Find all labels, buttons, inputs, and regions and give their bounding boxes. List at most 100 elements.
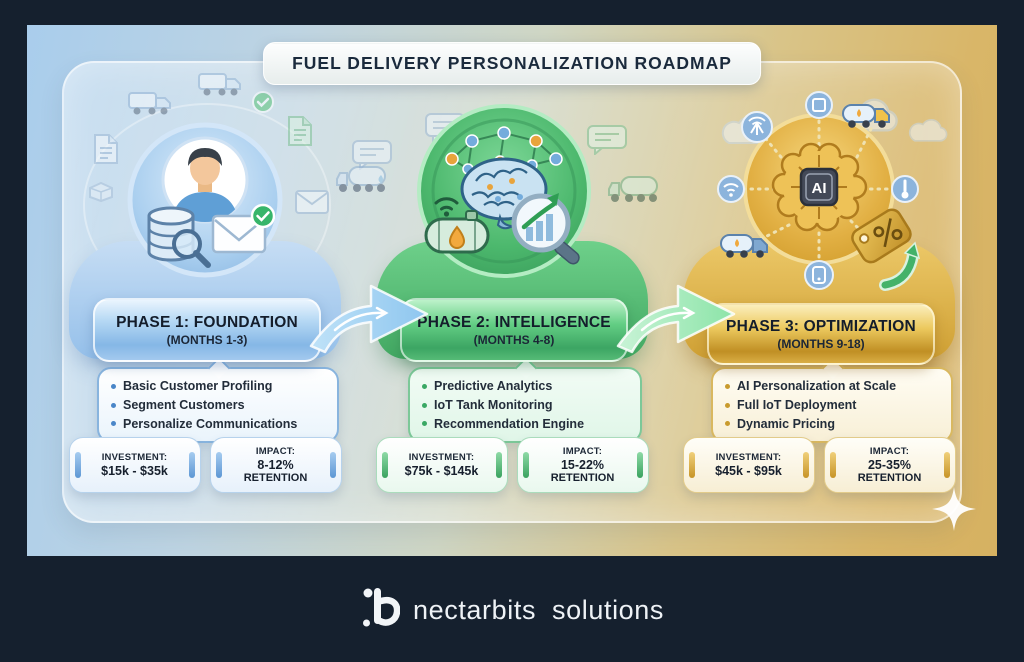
growth-analytics-magnifier-icon [511,193,580,265]
impact-pill: IMPACT: 25-35% RETENTION [823,437,956,493]
phase-2-months: (MONTHS 4-8) [473,332,555,347]
bullet-item: Segment Customers [111,396,327,415]
truck-icon [198,69,242,104]
impact-pill: IMPACT: 15-22% RETENTION [516,437,649,493]
phase-2-bullet-list: Predictive Analytics IoT Tank Monitoring… [422,377,630,433]
tanker-truck-green-icon [607,170,665,211]
bullet-text: Personalize Communications [123,416,298,431]
phase-1-bullet-list: Basic Customer Profiling Segment Custome… [111,377,327,433]
brand-name: nectarbits [412,594,537,625]
investment-pill: INVESTMENT: $45k - $95k [682,437,815,493]
phase-2-column: PHASE 2: INTELLIGENCE (MONTHS 4-8) Predi… [362,25,662,556]
bullet-dot [111,383,116,389]
impact-value: 8-12% [257,458,294,472]
bullet-text: Recommendation Engine [434,416,585,431]
bullet-dot [111,402,116,408]
bullet-text: Dynamic Pricing [737,416,835,431]
fuel-truck-icon [720,234,768,258]
mobile-device-icon [812,266,826,284]
phase-3-metrics: INVESTMENT: $45k - $95k IMPACT: 25-35% R… [669,437,969,493]
chip-icon [812,98,826,112]
impact-label: IMPACT: [255,446,296,457]
bullet-dot [111,421,116,427]
bullet-dot [725,402,730,408]
connector-lines [739,111,901,269]
bullet-dot [422,383,427,389]
chat-bubble-green-icon [587,125,627,160]
accent-bar [636,452,643,478]
accent-bar [495,452,502,478]
check-icon [252,91,274,118]
optimization-icon: AI [717,91,921,291]
bullet-text: Predictive Analytics [434,379,553,393]
nectarbits-logo-icon [360,585,401,636]
impact-pill: IMPACT: 8-12% RETENTION [209,437,342,493]
investment-value: $75k - $145k [404,464,479,478]
accent-bar [215,452,222,478]
bullet-item: AI Personalization at Scale [725,377,941,396]
phase-1-callout: Basic Customer Profiling Segment Custome… [97,356,339,444]
phase-3-bullet-list: AI Personalization at Scale Full IoT Dep… [725,377,941,433]
brand-suffix: solutions [552,594,665,625]
sparkle-icon [932,487,976,536]
investment-label: INVESTMENT: [715,452,782,463]
bullet-item: Personalize Communications [111,415,327,434]
accent-bar [74,452,81,478]
truck-icon [128,88,172,123]
dynamic-price-tag-icon [851,208,921,291]
impact-unit: RETENTION [857,472,922,484]
accent-bar [802,452,809,478]
intelligence-icon [417,104,591,278]
phase-3-column: AI [669,25,969,556]
customer-data-icon [127,122,283,278]
investment-pill: INVESTMENT: $15k - $35k [68,437,201,493]
phase-1-banner: PHASE 1: FOUNDATION (MONTHS 1-3) [93,298,321,362]
phase-2-graphic [414,101,594,281]
phase-1-title: PHASE 1: FOUNDATION [116,313,298,331]
footer-brand: nectarbits solutions [0,580,1024,640]
phase-3-banner: PHASE 3: OPTIMIZATION (MONTHS 9-18) [707,303,935,365]
bullet-text: Basic Customer Profiling [123,379,273,393]
accent-bar [329,452,336,478]
phase-2-callout: Predictive Analytics IoT Tank Monitoring… [408,356,642,444]
bullet-dot [422,402,427,408]
fuel-truck-icon [842,104,890,128]
tanker-truck-icon [335,160,393,201]
arrow-phase1-to-phase2-icon [305,258,435,363]
accent-bar [522,452,529,478]
investment-pill: INVESTMENT: $75k - $145k [375,437,508,493]
phase-1-metrics: INVESTMENT: $15k - $35k IMPACT: 8-12% RE… [55,437,355,493]
iot-fuel-tank-icon [424,197,490,254]
arrow-phase2-to-phase3-icon [612,258,742,363]
bullet-text: AI Personalization at Scale [737,379,897,393]
investment-label: INVESTMENT: [408,452,475,463]
bullet-text: IoT Tank Monitoring [434,397,553,412]
investment-value: $15k - $35k [101,464,168,478]
phase-3-callout: AI Personalization at Scale Full IoT Dep… [711,356,953,444]
bullet-item: Recommendation Engine [422,415,630,434]
bullet-item: Basic Customer Profiling [111,377,327,396]
email-verified-icon [211,203,276,254]
accent-bar [943,452,950,478]
bullet-dot [422,421,427,427]
iot-device-ring [717,91,919,290]
bullet-item: IoT Tank Monitoring [422,396,630,415]
phase-1-months: (MONTHS 1-3) [166,332,248,347]
impact-label: IMPACT: [562,446,603,457]
bullet-dot [725,383,730,389]
phase-3-months: (MONTHS 9-18) [777,336,865,351]
box-icon [88,181,114,208]
document-green-icon [287,115,313,152]
impact-value: 25-35% [867,458,912,472]
phase-1-graphic [125,120,285,280]
bullet-text: Full IoT Deployment [737,397,857,412]
ai-chip-label: AI [812,180,827,197]
accent-bar [381,452,388,478]
phase-2-metrics: INVESTMENT: $75k - $145k IMPACT: 15-22% … [362,437,662,493]
wifi-icon [723,183,739,192]
envelope-icon [295,190,329,219]
bullet-item: Predictive Analytics [422,377,630,396]
database-search-icon [147,206,211,268]
accent-bar [688,452,695,478]
